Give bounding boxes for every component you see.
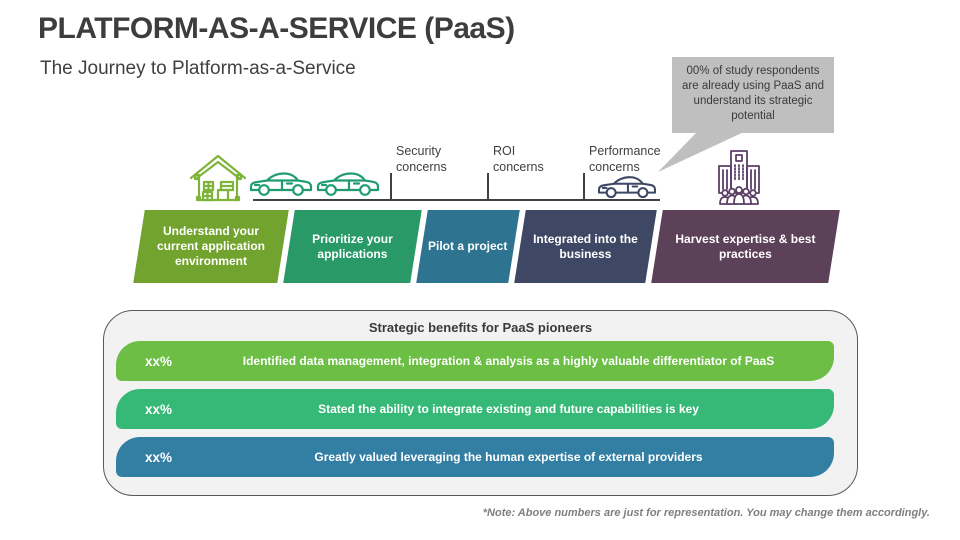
benefit-text: Identified data management, integration … xyxy=(242,354,775,368)
milestone-label-roi: ROI concerns xyxy=(493,144,544,174)
timeline-baseline xyxy=(253,199,660,201)
footnote: *Note: Above numbers are just for repres… xyxy=(482,507,930,519)
milestone-tick xyxy=(583,173,585,200)
benefit-value: xx% xyxy=(144,401,173,417)
callout-bubble: 00% of study respondents are already usi… xyxy=(672,57,834,133)
benefit-text: Greatly valued leveraging the human expe… xyxy=(314,450,703,464)
stage-label: Prioritize your applications xyxy=(312,231,393,261)
milestone-label-security: Security concerns xyxy=(396,144,447,174)
milestone-tick xyxy=(487,173,489,200)
benefit-bar: xx% Greatly valued leveraging the human … xyxy=(116,437,834,477)
stage-label: Pilot a project xyxy=(428,239,508,253)
callout-tail xyxy=(658,131,746,172)
page-title: PLATFORM-AS-A-SERVICE (PaaS) xyxy=(38,12,515,45)
milestone-label-performance: Performance concerns xyxy=(589,144,661,174)
benefits-panel: Strategic benefits for PaaS pioneers xx%… xyxy=(103,310,858,496)
benefit-bar: xx% Identified data management, integrat… xyxy=(116,341,834,381)
stage-label: Harvest expertise & best practices xyxy=(675,231,816,261)
stage-label: Understand your current application envi… xyxy=(156,224,266,268)
stage-harvest: Harvest expertise & best practices xyxy=(651,210,840,283)
stage-understand: Understand your current application envi… xyxy=(133,210,289,283)
milestone-tick xyxy=(390,173,392,200)
benefit-value: xx% xyxy=(144,449,173,465)
stage-integrated: Integrated into the business xyxy=(514,210,657,283)
benefit-bar: xx% Stated the ability to integrate exis… xyxy=(116,389,834,429)
house-icon xyxy=(190,154,246,202)
page-subtitle: The Journey to Platform-as-a-Service xyxy=(40,58,356,79)
car-icon xyxy=(316,172,380,196)
benefits-title: Strategic benefits for PaaS pioneers xyxy=(368,320,593,335)
building-people-icon xyxy=(718,150,760,205)
car-icon-dark xyxy=(597,176,657,199)
stage-prioritize: Prioritize your applications xyxy=(283,210,422,283)
stage-label: Integrated into the business xyxy=(533,231,638,261)
stage-pilot: Pilot a project xyxy=(416,210,520,283)
benefit-value: xx% xyxy=(144,353,173,369)
benefit-text: Stated the ability to integrate existing… xyxy=(318,402,699,416)
car-icon xyxy=(249,172,313,196)
